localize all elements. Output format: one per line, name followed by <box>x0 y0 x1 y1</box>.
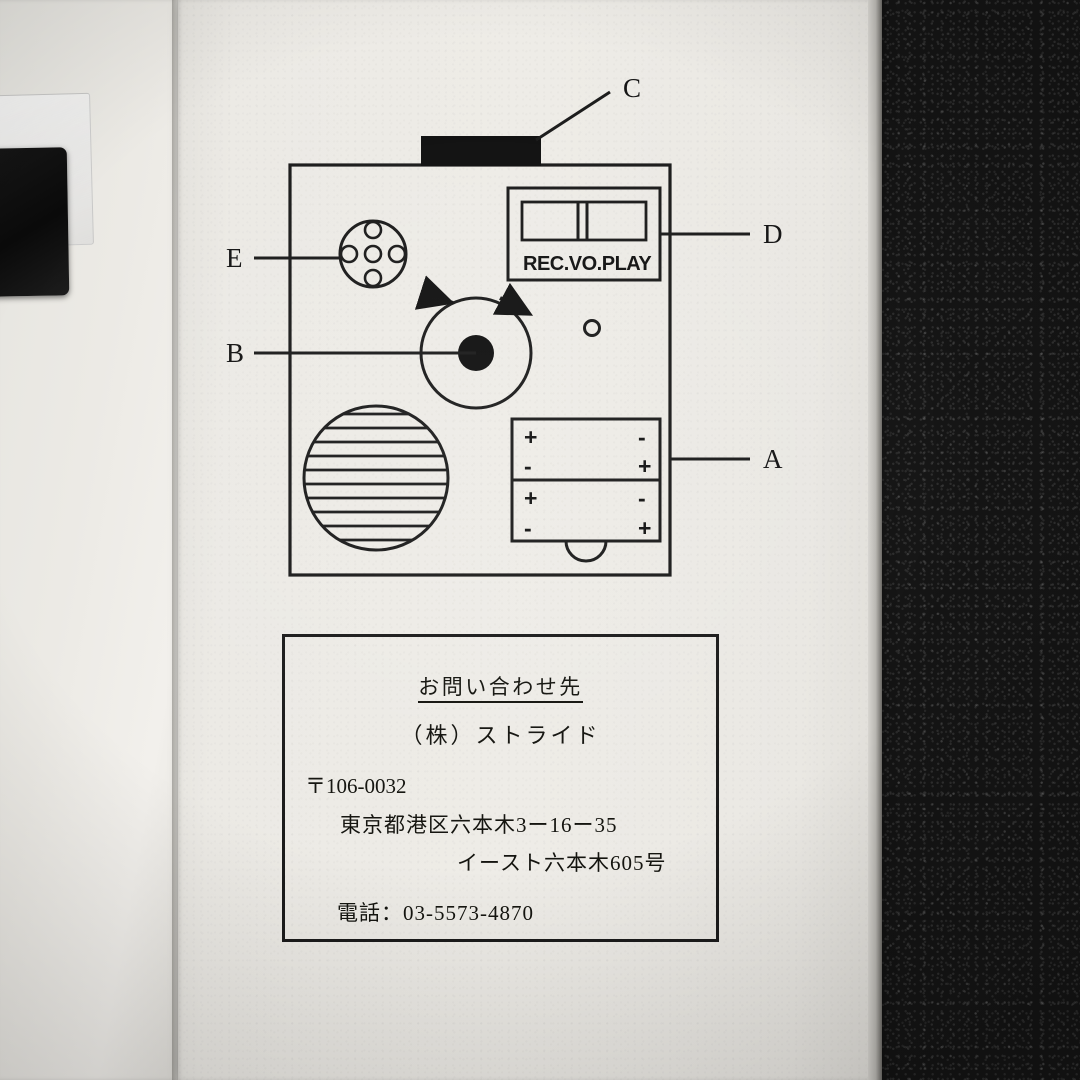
knob-arrow-left <box>414 275 455 310</box>
battery-cell-0-bottom-right: + <box>638 453 651 479</box>
callout-line-c <box>535 90 611 142</box>
battery-latch-notch <box>564 540 608 563</box>
battery-cell-1-bottom-right: + <box>638 515 651 541</box>
manual-page <box>178 0 878 1080</box>
contact-heading: お問い合わせ先 <box>285 671 716 703</box>
callout-label-c: C <box>623 73 641 103</box>
page-right-edge <box>868 0 882 1080</box>
black-clipped-item <box>0 147 70 297</box>
callout-label-b: B <box>226 338 244 368</box>
contact-phone: 電話：03-5573-4870 <box>337 901 534 925</box>
contact-address-line-1: 東京都港区六本木3ー16ー35 <box>340 813 618 837</box>
indicator-led <box>583 319 601 337</box>
battery-cell-1-top-left: + <box>524 485 537 511</box>
diagram-artwork: C E REC.VO.PLAY D <box>178 0 878 1080</box>
speaker-grille <box>302 404 450 552</box>
battery-compartment: + - - + + - - + <box>510 417 662 563</box>
battery-cell-0-top-left: + <box>524 424 537 450</box>
mode-switch: REC.VO.PLAY <box>506 186 662 282</box>
contact-address-line-2: イースト六本木605号 <box>457 851 667 875</box>
contact-info-box: お問い合わせ先 （株）ストライド 〒106-0032 東京都港区六本木3ー16ー… <box>282 634 719 942</box>
callout-label-d: D <box>763 219 783 249</box>
contact-company: （株）ストライド <box>400 723 601 748</box>
contact-heading-text: お問い合わせ先 <box>418 675 583 703</box>
top-black-block <box>421 136 541 166</box>
callout-label-e: E <box>226 243 243 273</box>
callout-label-a: A <box>763 444 783 474</box>
battery-cell-0-top-right: - <box>638 424 646 450</box>
contact-postal-code: 〒106-0032 <box>305 774 407 798</box>
battery-cell-1-top-right: - <box>638 485 646 511</box>
microphone <box>338 219 408 289</box>
battery-cell-0-bottom-left: - <box>524 453 532 479</box>
mode-switch-label: REC.VO.PLAY <box>523 253 652 275</box>
battery-cell-1-bottom-left: - <box>524 515 532 541</box>
knob-arrow-right <box>492 282 534 316</box>
